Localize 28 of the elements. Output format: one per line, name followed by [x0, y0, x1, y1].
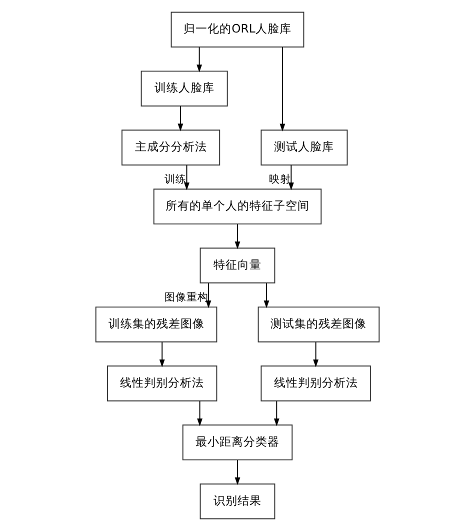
edge-label: 图像重构: [164, 290, 208, 304]
node-box: 归一化的ORL人脸库: [170, 12, 304, 48]
arrow: [158, 342, 164, 368]
node-box: 主成分分析法: [120, 130, 220, 166]
edge-label: 映射: [268, 172, 291, 186]
node-box: 训练人脸库: [140, 70, 228, 106]
arrow: [177, 106, 183, 132]
arrow: [312, 342, 318, 368]
arrow: [205, 282, 211, 308]
node-box: 线性判别分析法: [106, 366, 217, 402]
node-box: 特征向量: [199, 248, 275, 284]
arrow: [184, 164, 189, 190]
node-box: 测试人脸库: [260, 130, 348, 166]
arrow: [196, 46, 202, 72]
arrow: [279, 46, 285, 132]
node-box: 线性判别分析法: [260, 366, 370, 402]
node-box: 训练集的残差图像: [94, 306, 217, 342]
arrow: [288, 164, 294, 190]
node-box: 最小距离分类器: [182, 424, 292, 460]
node-box: 所有的单个人的特征子空间: [152, 188, 322, 224]
arrow: [263, 282, 269, 308]
arrow: [273, 400, 279, 426]
edge-label: 训练: [164, 172, 186, 186]
node-box: 测试集的残差图像: [257, 306, 380, 342]
arrow: [196, 400, 202, 426]
arrow: [234, 224, 240, 250]
node-box: 识别结果: [199, 484, 275, 520]
arrow: [234, 460, 240, 486]
